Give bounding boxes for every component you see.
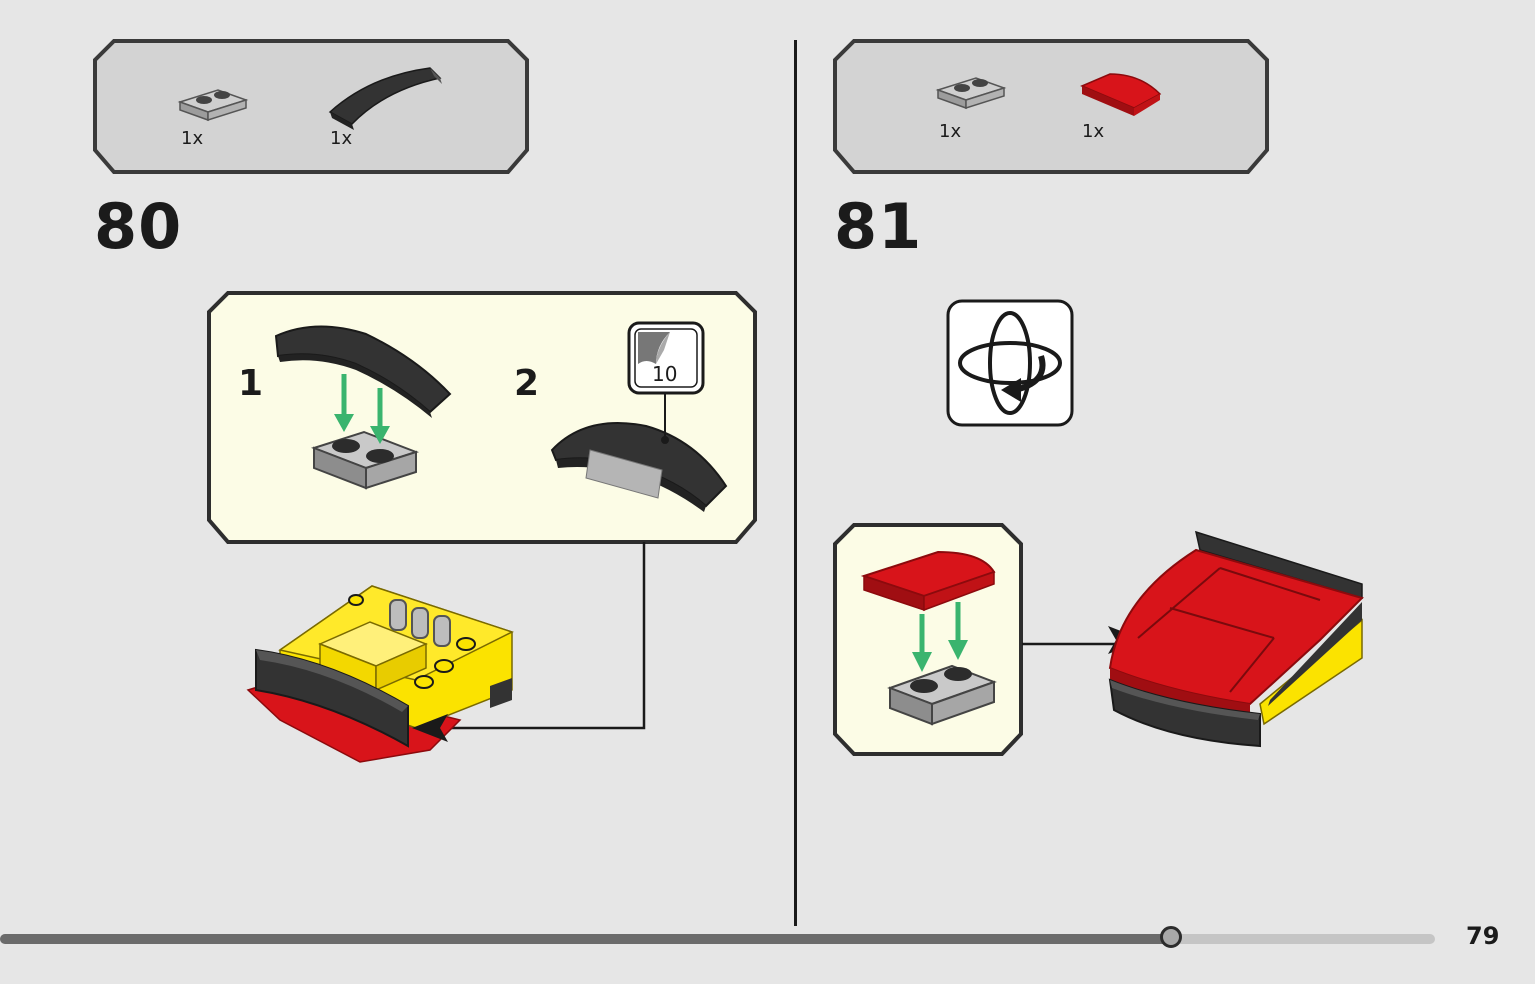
step-80-callout-box bbox=[207, 291, 757, 544]
step-80-model-illustration bbox=[246, 542, 646, 763]
step-80-part-1-qty: 1x bbox=[181, 128, 204, 149]
step-number-81: 81 bbox=[834, 190, 923, 263]
plate-1x2-icon bbox=[177, 89, 249, 122]
step-81-callout-box bbox=[833, 523, 1023, 756]
page-number: 79 bbox=[1466, 922, 1500, 950]
step-80-parts-box bbox=[93, 39, 529, 174]
plate-1x2-icon bbox=[935, 77, 1007, 110]
step-number-80: 80 bbox=[94, 190, 183, 263]
step-80-part-2-qty: 1x bbox=[330, 128, 353, 149]
substep-1-illustration bbox=[274, 325, 452, 490]
curved-slope-black-icon bbox=[328, 67, 442, 130]
step-81-model-illustration bbox=[1022, 530, 1364, 748]
step-81-part-1-qty: 1x bbox=[939, 121, 962, 142]
curved-slope-red-icon bbox=[1080, 73, 1162, 116]
progress-knob bbox=[1160, 926, 1182, 948]
rotate-model-icon bbox=[946, 299, 1074, 427]
substep-number-2: 2 bbox=[514, 363, 540, 404]
progress-fill bbox=[0, 934, 1171, 944]
sticker-badge bbox=[627, 321, 705, 395]
step-81-parts-box bbox=[833, 39, 1269, 174]
step-81-part-2-qty: 1x bbox=[1082, 121, 1105, 142]
substep-2-illustration bbox=[550, 394, 728, 512]
sticker-number: 10 bbox=[652, 362, 678, 386]
substep-number-1: 1 bbox=[238, 363, 264, 404]
column-divider bbox=[794, 40, 797, 926]
